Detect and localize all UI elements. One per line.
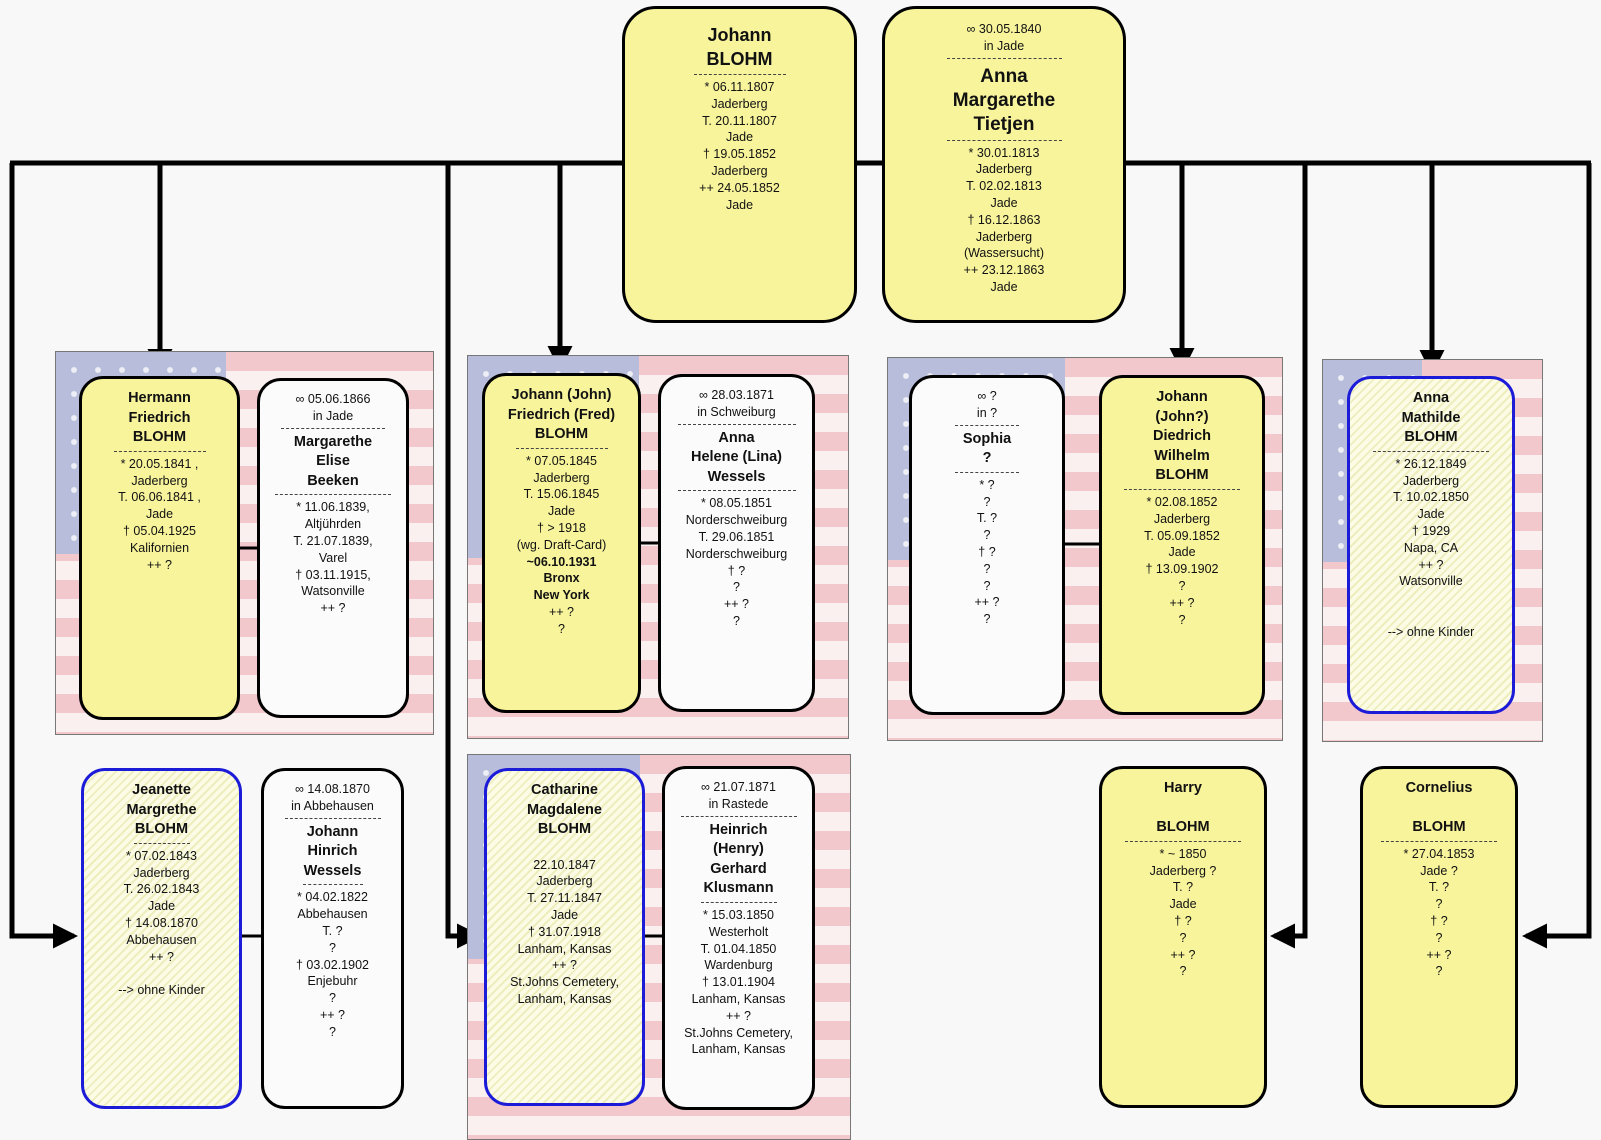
- person-details: * 08.05.1851 Norderschweiburg T. 29.06.1…: [685, 496, 788, 628]
- arrow-to-harry: [1269, 163, 1308, 949]
- person-details: * 20.05.1841 , Jaderberg T. 06.06.1841 ,…: [118, 456, 201, 572]
- person-name: Anna Helene (Lina) Wessels: [690, 429, 783, 485]
- person-name: Margarethe Elise Beeken: [293, 433, 373, 489]
- arrow-to-cornelius: [1521, 163, 1592, 949]
- person-name: Jeanette Margrethe BLOHM: [126, 782, 197, 838]
- person-card-margarethe-elise-beeken[interactable]: ∞ 05.06.1866 in Jade Margarethe Elise Be…: [257, 378, 409, 718]
- person-name: Harry BLOHM: [1156, 780, 1210, 836]
- person-card-anna-mathilde-blohm[interactable]: Anna Mathilde BLOHM * 26.12.1849 Jaderbe…: [1347, 376, 1515, 714]
- person-name: Sophia ?: [962, 430, 1012, 467]
- person-card-anna-helene-lina-wessels[interactable]: ∞ 28.03.1871 in Schweiburg Anna Helene (…: [658, 374, 815, 712]
- person-details: * 04.02.1822 Abbehausen T. ? ? † 03.02.1…: [296, 890, 369, 1039]
- person-name: Cornelius BLOHM: [1405, 780, 1473, 836]
- person-card-johann-hinrich-wessels[interactable]: ∞ 14.08.1870 in Abbehausen Johann Hinric…: [261, 768, 404, 1109]
- person-name: Johann BLOHM: [706, 25, 773, 69]
- marriage-info: ∞ 28.03.1871 in Schweiburg: [697, 388, 776, 419]
- person-details: * 26.12.1849 Jaderberg T. 10.02.1850 Jad…: [1350, 456, 1512, 641]
- person-card-johann-john-diedrich-wilhelm-blohm[interactable]: Johann (John?) Diedrich Wilhelm BLOHM * …: [1099, 375, 1265, 715]
- person-details: * 27.04.1853 Jade ? T. ? ? † ? ? ++ ? ?: [1403, 846, 1475, 979]
- person-card-cornelius-blohm[interactable]: Cornelius BLOHM * 27.04.1853 Jade ? T. ?…: [1360, 766, 1518, 1108]
- person-name: Anna Margarethe Tietjen: [952, 65, 1056, 135]
- person-card-catharine-magdalene-blohm[interactable]: Catharine Magdalene BLOHM 22.10.1847 Jad…: [484, 768, 645, 1106]
- person-name: Hermann Friedrich BLOHM: [128, 390, 191, 446]
- person-details: * 07.05.1845 Jaderberg T. 15.06.1845 Jad…: [516, 453, 607, 636]
- person-details: * ? ? T. ? ? † ? ? ? ++ ? ?: [974, 477, 1000, 627]
- person-card-anna-margarethe-tietjen[interactable]: ∞ 30.05.1840 in Jade Anna Margarethe Tie…: [882, 6, 1126, 323]
- person-card-sophia[interactable]: ∞ ? in ? Sophia ? * ? ? T. ? ? † ? ? ? +…: [909, 375, 1065, 715]
- person-details: * 30.01.1813 Jaderberg T. 02.02.1813 Jad…: [963, 145, 1045, 294]
- person-name: Catharine Magdalene BLOHM: [527, 782, 602, 838]
- person-card-harry-blohm[interactable]: Harry BLOHM * ~ 1850 Jaderberg ? T. ? Ja…: [1099, 766, 1267, 1108]
- no-children-note: --> ohne Kinder: [1387, 624, 1475, 639]
- person-name: Johann (John?) Diedrich Wilhelm BLOHM: [1152, 389, 1211, 484]
- person-details: * 11.06.1839, Altjührden T. 21.07.1839, …: [293, 500, 373, 616]
- no-children-note: --> ohne Kinder: [118, 983, 205, 998]
- person-details: * 07.02.1843 Jaderberg T. 26.02.1843 Jad…: [84, 848, 239, 999]
- person-card-jeanette-margrethe-blohm[interactable]: Jeanette Margrethe BLOHM * 07.02.1843 Ja…: [81, 768, 242, 1109]
- person-name: Heinrich (Henry) Gerhard Klusmann: [703, 821, 774, 897]
- person-details: 22.10.1847 Jaderberg T. 27.11.1847 Jade …: [510, 857, 619, 1006]
- marriage-info: ∞ 30.05.1840 in Jade: [966, 22, 1042, 53]
- person-details: * ~ 1850 Jaderberg ? T. ? Jade † ? ? ++ …: [1149, 846, 1217, 979]
- person-name: Johann (John) Friedrich (Fred) BLOHM: [507, 387, 616, 443]
- person-details: * 15.03.1850 Westerholt T. 01.04.1850 Wa…: [684, 907, 793, 1057]
- marriage-info: ∞ 14.08.1870 in Abbehausen: [291, 782, 374, 813]
- person-details: * 06.11.1807 Jaderberg T. 20.11.1807 Jad…: [699, 80, 780, 212]
- person-details: * 02.08.1852 Jaderberg T. 05.09.1852 Jad…: [1144, 494, 1220, 627]
- person-card-johann-john-friedrich-fred-blohm[interactable]: Johann (John) Friedrich (Fred) BLOHM * 0…: [482, 373, 641, 713]
- person-name: Anna Mathilde BLOHM: [1401, 390, 1461, 446]
- arrow-to-jeanette: [9, 163, 79, 949]
- marriage-info: ∞ 05.06.1866 in Jade: [295, 392, 371, 423]
- person-name: Johann Hinrich Wessels: [303, 823, 362, 879]
- person-card-hermann-friedrich-blohm[interactable]: Hermann Friedrich BLOHM * 20.05.1841 , J…: [79, 376, 240, 720]
- marriage-info: ∞ 21.07.1871 in Rastede: [701, 780, 776, 811]
- person-card-heinrich-henry-gerhard-klusmann[interactable]: ∞ 21.07.1871 in Rastede Heinrich (Henry)…: [662, 766, 815, 1110]
- person-card-johann-blohm[interactable]: Johann BLOHM * 06.11.1807 Jaderberg T. 2…: [622, 6, 857, 323]
- marriage-info: ∞ ? in ?: [976, 389, 998, 420]
